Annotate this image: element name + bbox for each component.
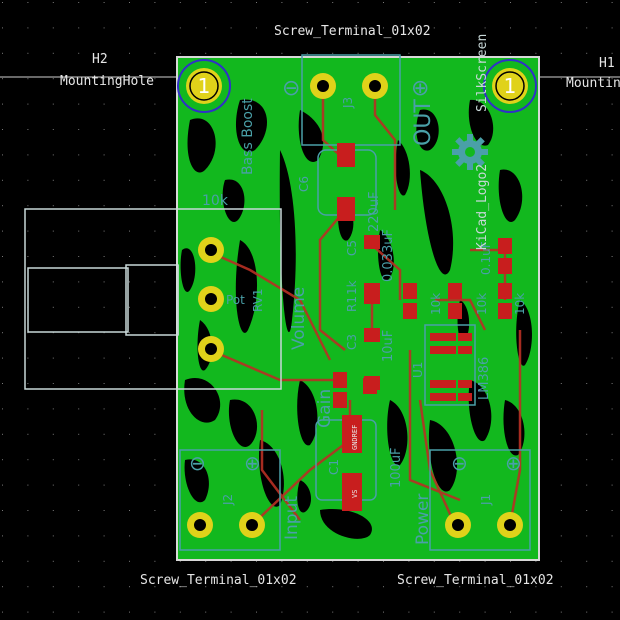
pad-c01-1 bbox=[498, 238, 512, 254]
pad-r10k-a-1 bbox=[403, 283, 417, 299]
pad-rv1-2 bbox=[198, 286, 224, 312]
smd-pads[interactable] bbox=[333, 143, 512, 511]
silk-volume: Volume bbox=[289, 287, 309, 350]
pad-u1-1 bbox=[430, 333, 456, 341]
pad-c3-1 bbox=[364, 328, 380, 342]
pad-rv1-1 bbox=[198, 237, 224, 263]
silk-j3-ref: J3 bbox=[341, 97, 355, 109]
pad-r10k-b-1 bbox=[448, 283, 462, 299]
logo-name-label: KiCad_Logo2 bbox=[475, 164, 490, 250]
pad-u1-4 bbox=[430, 393, 456, 401]
copper-tracks bbox=[204, 85, 522, 526]
pad-c6-2 bbox=[337, 143, 355, 167]
copper-voids bbox=[180, 99, 532, 539]
pad-r1k-3 bbox=[363, 378, 377, 394]
silk-01uf: 0.1uF bbox=[479, 241, 493, 275]
mounting-hole-h1[interactable] bbox=[483, 59, 537, 113]
silk-bass-boost: Bass Boost bbox=[240, 98, 256, 175]
pad-r1k-1 bbox=[333, 372, 347, 388]
pad-c6-1 bbox=[337, 197, 355, 221]
mounting-hole-h2[interactable] bbox=[177, 59, 231, 113]
silk-c3: C3 bbox=[345, 334, 359, 350]
bottom-left-terminal-label: Screw_Terminal_01x02 bbox=[140, 573, 297, 588]
fab-gndref: GNDREF bbox=[351, 425, 359, 450]
silk-10k-a: 10k bbox=[429, 293, 443, 315]
mounting-hole-h1-number: 1 bbox=[504, 74, 517, 98]
pad-u1-5 bbox=[458, 333, 472, 341]
pad-j1-1 bbox=[445, 512, 471, 538]
pad-u1-6 bbox=[458, 346, 472, 354]
h1-reference-label: H1 bbox=[599, 56, 615, 71]
silk-c1: C1 bbox=[327, 459, 341, 475]
pad-j2-1 bbox=[187, 512, 213, 538]
silk-rv1: RV1 bbox=[251, 288, 265, 312]
mounting-hole-h2-number: 1 bbox=[198, 74, 211, 98]
silk-gain: Gain bbox=[315, 389, 335, 428]
pad-r10k-c-2 bbox=[498, 303, 512, 319]
pad-c5-1 bbox=[364, 235, 380, 249]
silk-j1-ref: J1 bbox=[479, 494, 493, 506]
pad-j2-2 bbox=[239, 512, 265, 538]
pad-c1-1 bbox=[342, 473, 362, 511]
silk-c5: C5 bbox=[345, 240, 359, 256]
pad-u1-2 bbox=[430, 346, 456, 354]
silk-out: OUT bbox=[411, 99, 436, 146]
pad-j3-1 bbox=[310, 73, 336, 99]
fab-pad-text: GNDREF VS bbox=[351, 425, 359, 498]
silk-j3-minus: ⊖ bbox=[282, 76, 300, 101]
silk-10k-c: 10k bbox=[513, 293, 527, 315]
pad-u1-3 bbox=[430, 380, 456, 388]
pad-c01-2 bbox=[498, 258, 512, 274]
through-hole-pads[interactable] bbox=[187, 73, 523, 538]
pad-r1k-2 bbox=[333, 392, 347, 408]
silk-j1-plus: ⊕ bbox=[505, 451, 522, 475]
silk-j1-minus: ⊖ bbox=[451, 451, 468, 475]
silkscreen-text: ⊖ ⊕ OUT J3 Bass Boost 10k Pot RV1 Volume… bbox=[189, 76, 527, 545]
silk-lm386: LM386 bbox=[477, 357, 492, 400]
silk-r1: R1 bbox=[345, 296, 359, 312]
board-outline[interactable] bbox=[176, 56, 540, 561]
silk-10k-b: 10k bbox=[475, 293, 489, 315]
potentiometer-outline bbox=[24, 208, 282, 390]
bottom-right-terminal-label: Screw_Terminal_01x02 bbox=[397, 573, 554, 588]
silk-c6: C6 bbox=[297, 176, 311, 192]
pad-rv1-3 bbox=[198, 336, 224, 362]
silk-j2-plus: ⊕ bbox=[244, 451, 261, 475]
h2-value-label: MountingHole bbox=[60, 74, 154, 89]
silk-10uf: 10uF bbox=[381, 330, 396, 362]
pad-r10k-b-2 bbox=[448, 303, 462, 319]
pad-c1-2 bbox=[342, 415, 362, 453]
pad-r10k-a-2 bbox=[403, 303, 417, 319]
pad-u1-8 bbox=[458, 393, 472, 401]
silk-220uf: 220uF bbox=[367, 191, 382, 232]
pad-u1-7 bbox=[458, 380, 472, 388]
logo-silkscreen-label: SilkScreen bbox=[475, 34, 490, 112]
silk-100uf: 100uF bbox=[389, 447, 404, 488]
silk-j3-plus: ⊕ bbox=[411, 76, 429, 101]
pad-j1-2 bbox=[497, 512, 523, 538]
pad-r10k-c-1 bbox=[498, 283, 512, 299]
silk-pot: Pot bbox=[226, 293, 245, 307]
silk-j2-ref: J2 bbox=[221, 494, 235, 506]
h2-reference-label: H2 bbox=[92, 52, 108, 67]
top-terminal-footprint-label: Screw_Terminal_01x02 bbox=[274, 24, 431, 39]
h1-value-label: Mountin bbox=[566, 76, 620, 91]
silk-input: Input bbox=[282, 496, 302, 540]
pad-j3-2 bbox=[362, 73, 388, 99]
silk-j2-minus: ⊖ bbox=[189, 451, 206, 475]
kicad-logo-icon bbox=[452, 134, 488, 170]
pad-r1-1 bbox=[364, 290, 380, 304]
silk-1k-top: 1k bbox=[345, 280, 359, 295]
silk-val-10k-top: 10k bbox=[202, 193, 229, 209]
silk-0033uf: 0.033uF bbox=[381, 229, 396, 282]
silk-u1: U1 bbox=[411, 362, 425, 378]
fab-vs: VS bbox=[351, 490, 359, 498]
silk-power: Power bbox=[413, 494, 433, 545]
